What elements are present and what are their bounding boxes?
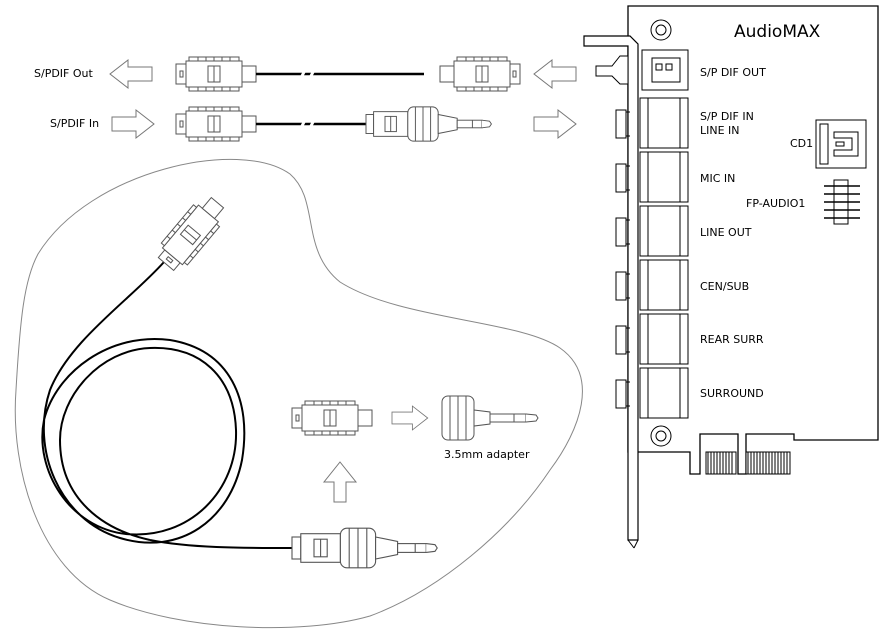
cd1-header [815, 119, 867, 169]
port-label-cen-sub: CEN/SUB [700, 280, 750, 293]
adapter-arrow [391, 405, 429, 431]
port-label-spdif-in: S/P DIF IN [700, 110, 754, 123]
jack-stack [639, 97, 689, 419]
adapter-label: 3.5mm adapter [444, 448, 530, 461]
port-label-line-out: LINE OUT [700, 226, 752, 239]
pci-bracket [583, 35, 639, 549]
spdif-out-label: S/PDIF Out [34, 67, 93, 80]
pcie-gold-fingers [705, 451, 791, 475]
port-label-rear-surr: REAR SURR [700, 333, 764, 346]
mounting-hole-top [650, 19, 672, 41]
cd1-label: CD1 [790, 137, 814, 150]
port-label-mic-in: MIC IN [700, 172, 736, 185]
fp-audio1-header [824, 179, 860, 225]
port-label-spdif-out: S/P DIF OUT [700, 66, 766, 79]
spdif-in-cable [111, 106, 577, 142]
spdif-out-cable [109, 56, 577, 92]
spdif-out-port [595, 49, 689, 91]
spdif-in-label: S/PDIF In [50, 117, 100, 130]
mini-adapter [441, 395, 539, 441]
accessory-region [14, 158, 583, 629]
fp-audio1-label: FP-AUDIO1 [746, 197, 806, 210]
mounting-hole-bottom [650, 425, 672, 447]
up-arrow [322, 461, 358, 503]
optical-plug-angled [152, 191, 231, 276]
port-label-surround: SURROUND [700, 387, 764, 400]
loose-optical-plug [291, 400, 373, 436]
card-title: AudioMAX [734, 22, 821, 42]
sound-card [583, 5, 879, 549]
optical-mini-plug [291, 527, 438, 569]
port-label-line-in: LINE IN [700, 124, 740, 137]
optical-cable-coil [41, 261, 293, 549]
